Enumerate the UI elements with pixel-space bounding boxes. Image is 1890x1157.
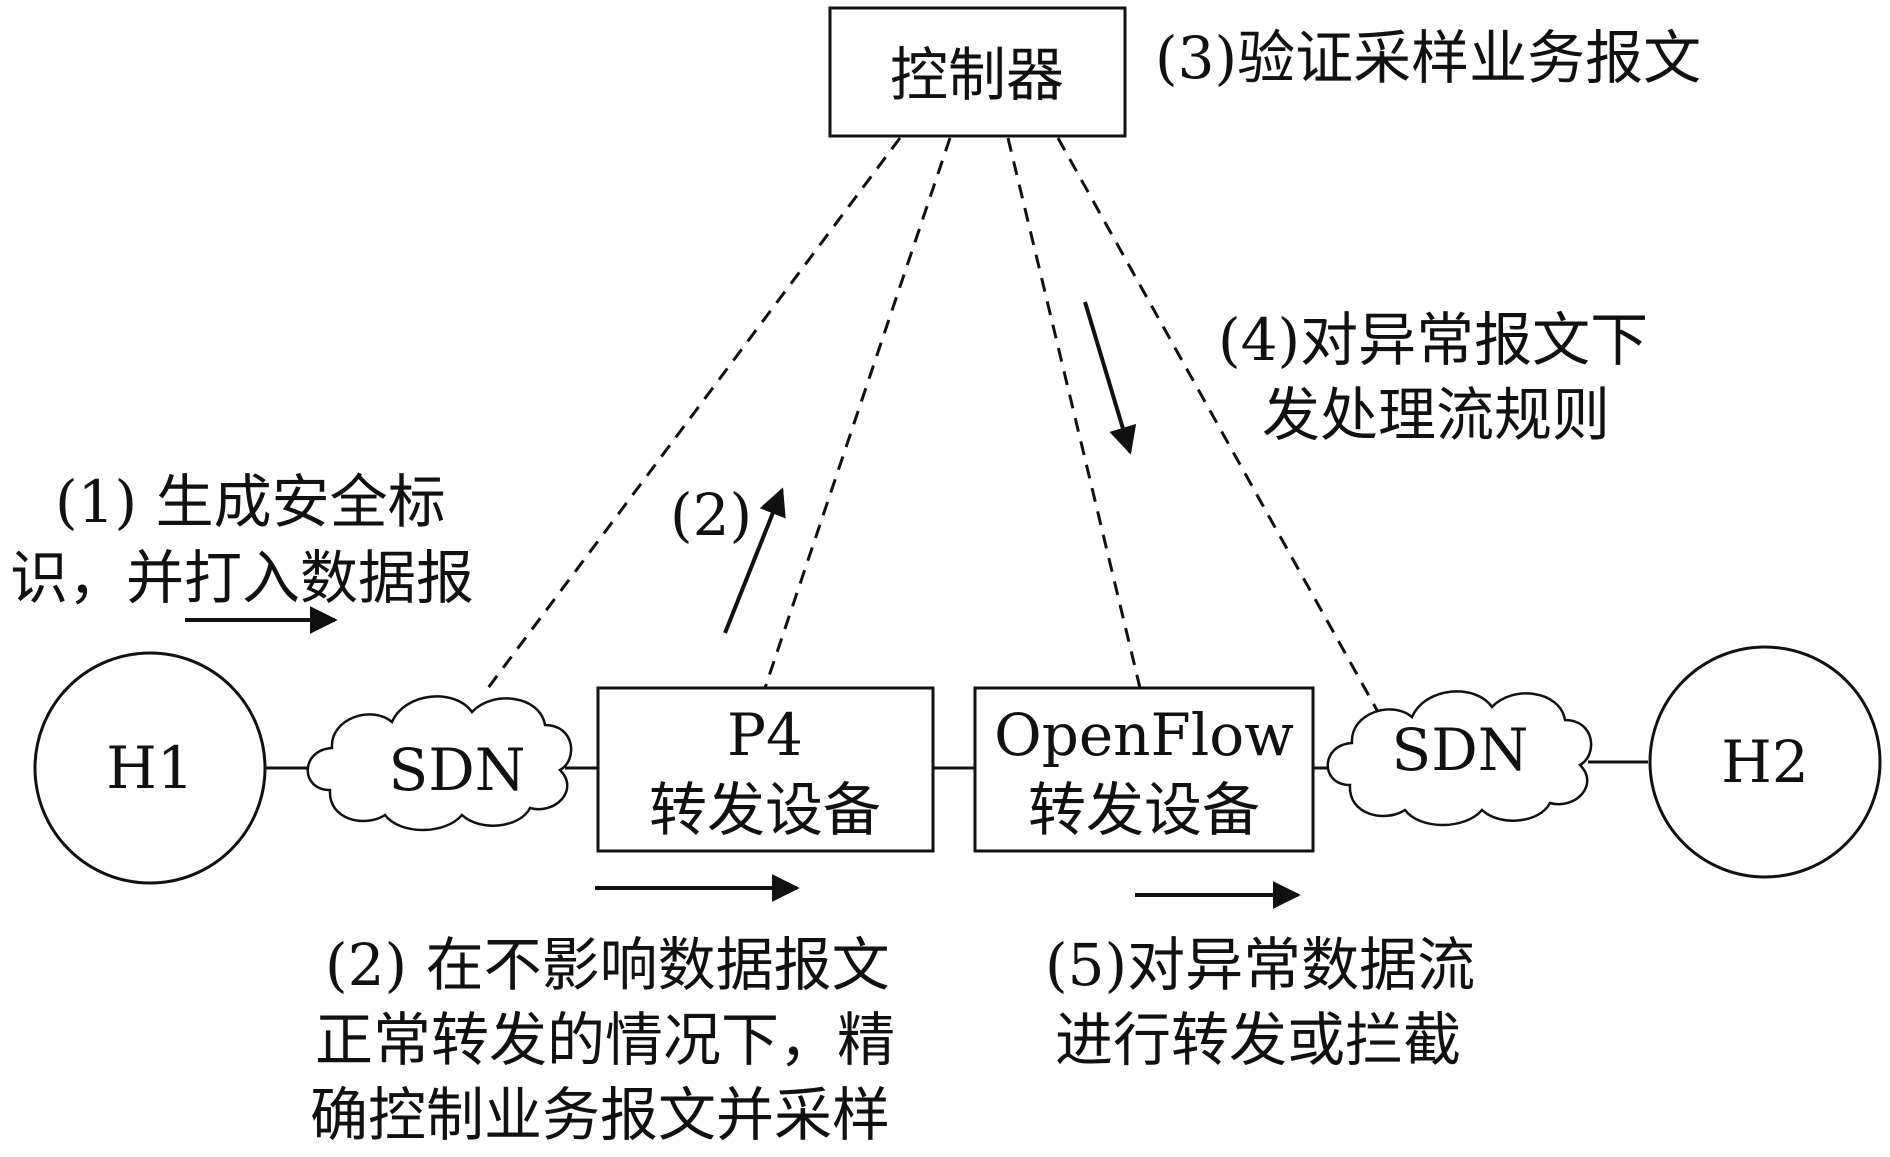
controller-node: 控制器 [828,6,1127,138]
control-link-sdn-left [486,137,902,689]
arrow-step2-up [723,487,786,634]
openflow-device-node: OpenFlow 转发设备 [973,686,1315,853]
openflow-line1: OpenFlow [994,701,1294,769]
step2-line3: 确控制业务报文并采样 [310,1081,890,1149]
host-h1-label: H1 [106,734,193,802]
step4-annotation: (4)对异常报文下 发处理流规则 [1218,306,1648,449]
control-link-sdn-right [1056,137,1380,713]
control-link-p4 [763,137,952,689]
host-h2-label: H2 [1721,728,1808,796]
step2-up-annotation: (2) [670,481,752,549]
step5-annotation: (5)对异常数据流 进行转发或拦截 [1045,931,1475,1074]
step3-annotation: (3)验证采样业务报文 [1155,24,1701,92]
sdn-cloud-left: SDN [306,695,573,832]
step2-annotation: (2) 在不影响数据报文 正常转发的情况下，精 确控制业务报文并采样 [310,931,895,1149]
step1-line1: (1) 生成安全标 [55,468,446,536]
sdn-right-label: SDN [1392,716,1529,784]
sdn-left-label: SDN [389,736,526,804]
host-h1: H1 [33,651,267,885]
p4-line2: 转发设备 [649,776,881,844]
host-h2: H2 [1648,645,1882,879]
step1-line2: 识，并打入数据报 [10,544,474,612]
step1-annotation: (1) 生成安全标 识，并打入数据报 [10,468,474,612]
p4-device-node: P4 转发设备 [596,686,935,853]
arrow-step4-down [1083,301,1137,455]
step5-line2: 进行转发或拦截 [1055,1006,1461,1074]
openflow-line2: 转发设备 [1028,776,1260,844]
step2-line2: 正常转发的情况下，精 [315,1006,895,1074]
step2-line1: (2) 在不影响数据报文 [325,931,890,999]
step4-line2: 发处理流规则 [1262,381,1610,449]
step4-line1: (4)对异常报文下 [1218,306,1648,374]
p4-line1: P4 [727,701,803,769]
controller-label: 控制器 [890,41,1064,109]
step5-line1: (5)对异常数据流 [1045,931,1475,999]
sdn-cloud-right: SDN [1326,690,1593,827]
